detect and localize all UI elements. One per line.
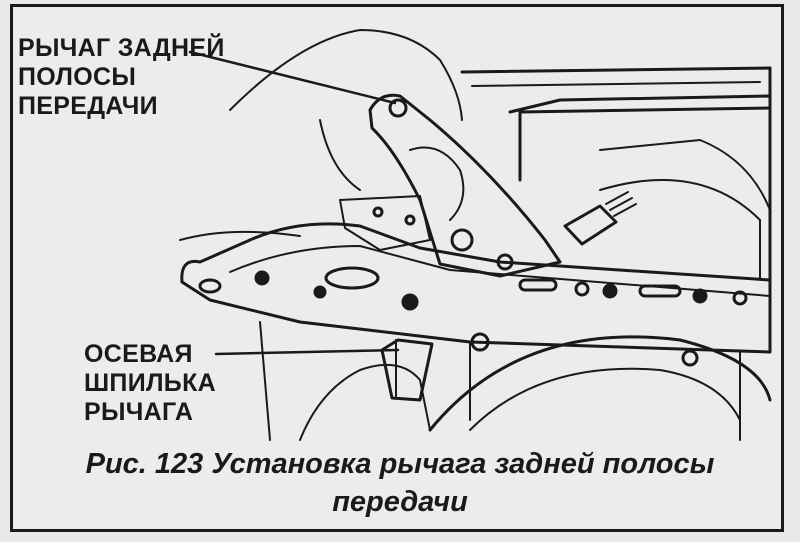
leader-line-bottom bbox=[214, 348, 400, 356]
valve-body-plate bbox=[180, 222, 772, 354]
leader-line-top bbox=[188, 50, 397, 105]
callout-line: ПЕРЕДАЧИ bbox=[18, 92, 158, 120]
hand-upper bbox=[179, 29, 463, 241]
drum-disc bbox=[428, 335, 772, 432]
figure-caption-line-2: передачи bbox=[332, 486, 468, 518]
housing-block bbox=[508, 94, 772, 302]
hand-lower bbox=[299, 363, 431, 441]
callout-line: ОСЕВАЯ bbox=[84, 340, 193, 368]
rear-plate bbox=[460, 66, 772, 114]
callout-line: ШПИЛЬКА bbox=[84, 369, 216, 397]
figure-caption-line-1: Рис. 123 Установка рычага задней полосы bbox=[85, 448, 715, 480]
callout-line: РЫЧАГА bbox=[84, 398, 194, 426]
adjust-bolt bbox=[563, 204, 618, 246]
callout-lever-axle-pin: ОСЕВАЯ ШПИЛЬКА РЫЧАГА bbox=[84, 340, 216, 427]
band-lever bbox=[368, 93, 562, 278]
callout-line: РЫЧАГ ЗАДНЕЙ bbox=[18, 34, 225, 62]
callout-brake-band-lever: РЫЧАГ ЗАДНЕЙ ПОЛОСЫ ПЕРЕДАЧИ bbox=[18, 34, 225, 121]
callout-line: ПОЛОСЫ bbox=[18, 63, 137, 91]
figure-frame bbox=[10, 4, 784, 532]
